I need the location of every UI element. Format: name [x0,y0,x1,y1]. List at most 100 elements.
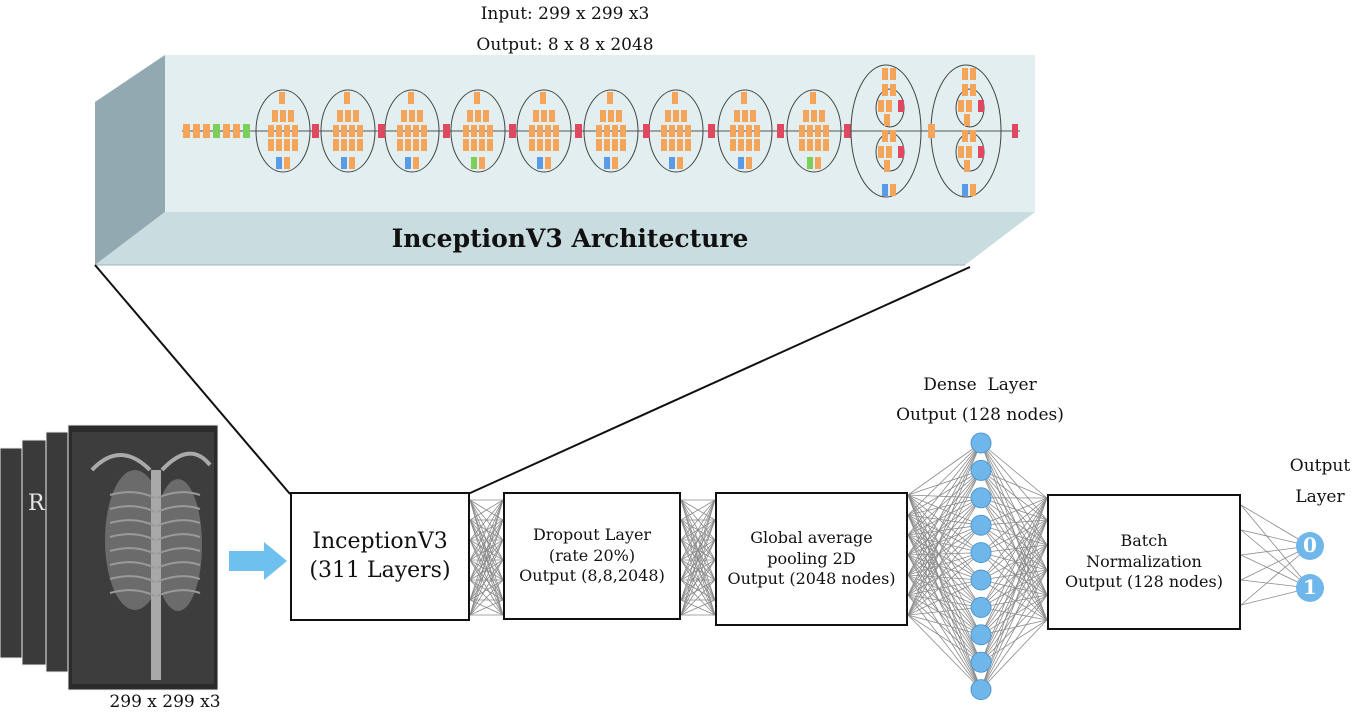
module-block [545,139,551,151]
output-node [1296,574,1324,602]
module-block [357,139,363,151]
connection-gap-dense [907,442,982,576]
rib [109,533,156,541]
input-image-size-label: 299 x 299 x3 [109,692,221,712]
connection-dense-batchnorm [980,552,1048,596]
connection-gap-dense [907,470,982,596]
module-block [397,139,403,151]
concat-block [509,124,516,138]
concat-block [844,124,851,138]
dropout-rate: (rate 20%) [548,545,636,565]
module-block [537,157,543,169]
connection-inception-dropout [469,559,504,601]
xray-marker-letter: R [28,491,46,516]
module-block [421,125,427,137]
inception-architecture-title: InceptionV3 Architecture [391,224,749,253]
connection-gap-dense [907,534,982,663]
connection-gap-dense [907,470,982,516]
module-block [413,125,419,137]
module-block [677,157,683,169]
module-block [276,125,282,137]
lung-left [105,470,165,610]
module-block [966,100,972,112]
connection-gap-dense [907,497,982,536]
connection-dense-batchnorm [980,569,1048,663]
connection-dense-batchnorm [980,569,1048,581]
module-block [665,110,671,122]
module-block [886,100,892,112]
module-block [978,146,984,158]
connection-dense-batchnorm [980,569,1048,690]
stem-block [243,124,250,138]
rib [156,533,201,541]
connection-gap-dense [907,552,982,556]
rib [156,589,201,597]
connection-gap-dense [907,534,982,608]
module-block [962,84,968,96]
module-block [463,139,469,151]
connection-dense-batchnorm [980,497,1048,608]
connection-gap-dense [907,614,982,690]
connection-inception-dropout [469,519,504,601]
connection-gap-dense [907,497,982,516]
concat-block [928,124,935,138]
connection-dense-batchnorm [980,552,1048,621]
module-block [604,139,610,151]
inception-module-ring [717,89,773,173]
connection-gap-dense [907,524,982,596]
gap-title-line2: pooling 2D [767,548,856,568]
module-block [413,157,419,169]
module-block [819,110,825,122]
connection-gap-dense [907,470,982,496]
module-block [604,157,610,169]
module-block [405,157,411,169]
connection-gap-dense [907,594,982,608]
module-block [746,139,752,151]
rib [156,561,201,569]
module-block [401,110,407,122]
output-node-0-label: 0 [1303,533,1317,557]
module-block [333,139,339,151]
module-block [409,110,415,122]
dense-node [970,542,992,564]
module-block [413,139,419,151]
module-block [612,157,618,169]
module-block [823,125,829,137]
layer-connections [469,442,1311,690]
rib [156,575,201,583]
module-block [279,92,285,104]
connection-dense-batchnorm [980,544,1048,636]
connection-dense-batchnorm [980,569,1048,608]
module-block [685,139,691,151]
connection-gap-dense [907,442,982,516]
module-block [479,125,485,137]
rib [156,505,201,513]
connection-inception-dropout [469,559,504,616]
rib [109,505,156,513]
module-block [537,125,543,137]
connection-gap-dense [907,534,982,636]
module-block [349,157,355,169]
connection-gap-dense [907,514,982,608]
connection-gap-dense [907,514,982,690]
dense-node [970,432,992,454]
module-block [280,110,286,122]
module-block [341,157,347,169]
output-layer-title-line1: Output [1289,456,1351,476]
connection-inception-dropout [469,499,504,541]
module-block [970,130,976,142]
module-block [966,146,972,158]
connection-dense-batchnorm [980,619,1048,663]
inception-module-ring [583,89,639,173]
concat-block [708,124,715,138]
inception-input-label: Input: 299 x 299 x3 [480,4,650,24]
module-block [799,139,805,151]
connection-gap-dense [907,514,982,526]
connection-gap-dense [907,494,982,526]
module-block [738,157,744,169]
connection-gap-dense [907,554,982,581]
module-block [669,139,675,151]
module-block [815,139,821,151]
dense-node [970,569,992,591]
module-block [661,125,667,137]
